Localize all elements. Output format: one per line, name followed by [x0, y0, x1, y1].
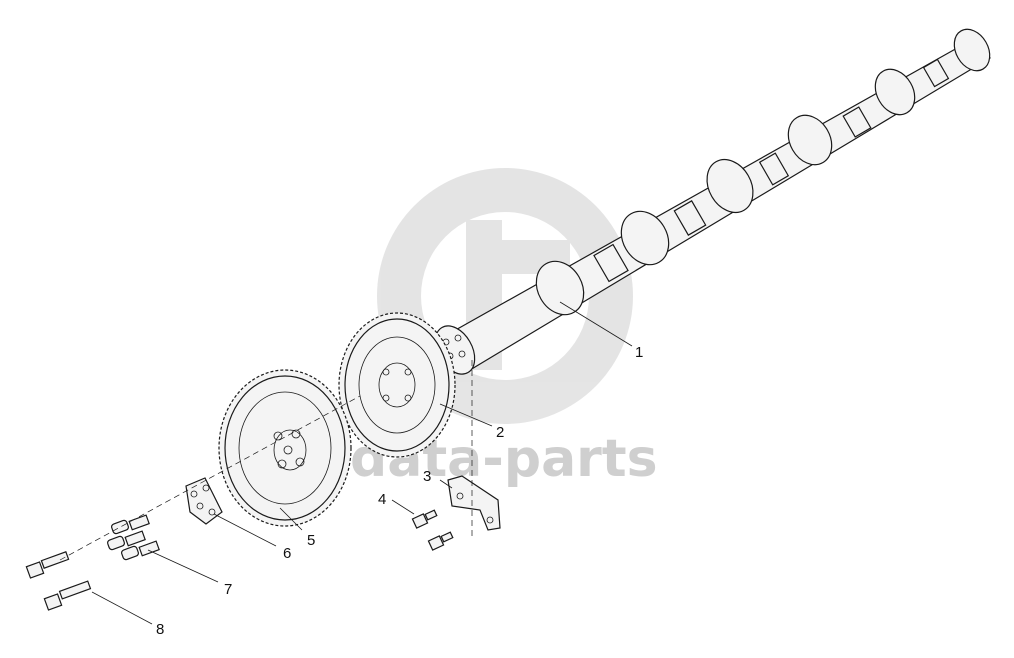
camshaft — [434, 28, 991, 375]
leader-3 — [439, 479, 453, 489]
camshaft-gear — [338, 312, 456, 458]
leader-8 — [91, 591, 153, 625]
leader-6 — [213, 513, 277, 547]
bolt-pair — [411, 509, 454, 551]
callout-6: 6 — [283, 545, 291, 562]
callout-8: 8 — [156, 621, 164, 638]
callout-1: 1 — [635, 344, 643, 361]
callout-2: 2 — [496, 424, 504, 441]
bracket — [447, 475, 501, 531]
idler-gear — [218, 369, 352, 527]
leader-7 — [147, 549, 219, 583]
callout-4: 4 — [378, 491, 386, 508]
leader-1 — [559, 301, 633, 347]
callout-3: 3 — [423, 468, 431, 485]
callout-5: 5 — [307, 532, 315, 549]
thrust-plate — [185, 477, 223, 525]
leader-2 — [439, 403, 493, 427]
screw-set — [107, 514, 160, 561]
flange-bolts — [25, 551, 92, 611]
callout-7: 7 — [224, 581, 232, 598]
leader-4 — [391, 499, 415, 515]
leader-5 — [279, 507, 303, 531]
